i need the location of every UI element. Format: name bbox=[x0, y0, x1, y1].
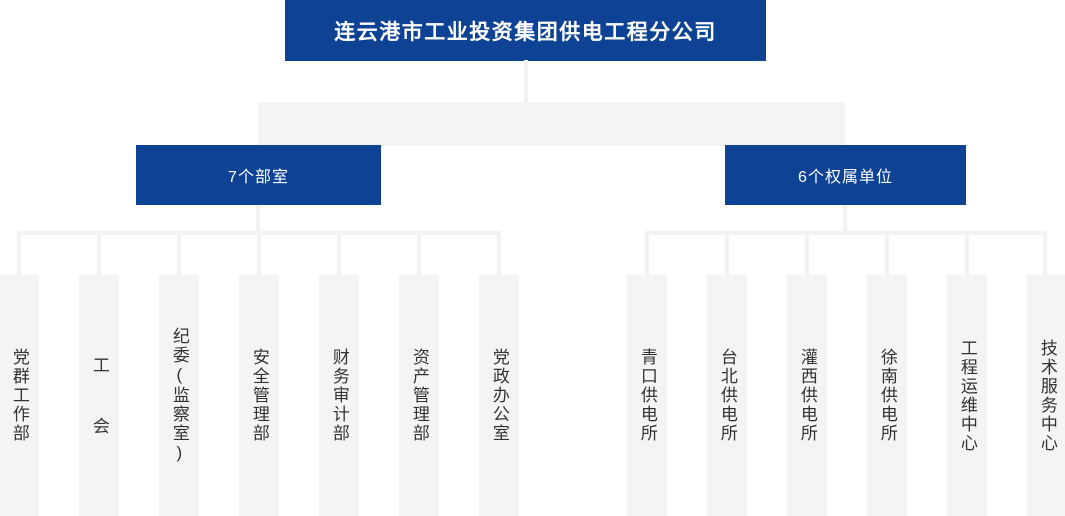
org-leaf-sub-2[interactable]: 台北供电所 bbox=[707, 275, 747, 516]
org-leaf-label-dept-5: 财务审计部 bbox=[329, 348, 349, 443]
org-leaf-dept-2[interactable]: 工 会 bbox=[79, 275, 119, 516]
org-leaf-dept-4[interactable]: 安全管理部 bbox=[239, 275, 279, 516]
org-leaf-label-dept-6: 资产管理部 bbox=[409, 348, 429, 443]
org-leaf-sub-5[interactable]: 工程运维中心 bbox=[947, 275, 987, 516]
org-leaf-label-sub-4: 徐南供电所 bbox=[877, 348, 897, 443]
connector-drop-dept-4 bbox=[257, 231, 261, 276]
connector-drop-sub-4 bbox=[885, 231, 889, 276]
connector-drop-dept-3 bbox=[177, 231, 181, 276]
org-root-node[interactable]: 连云港市工业投资集团供电工程分公司 bbox=[285, 0, 766, 61]
connector-drop-dept-6 bbox=[417, 231, 421, 276]
org-leaf-dept-1[interactable]: 党群工作部 bbox=[0, 275, 39, 516]
connector-root-stub bbox=[524, 60, 528, 104]
connector-stub-departments bbox=[256, 205, 260, 234]
org-leaf-label-dept-3: 纪委(监察室) bbox=[169, 327, 189, 464]
org-branch-node-departments[interactable]: 7个部室 bbox=[136, 145, 381, 205]
org-leaf-label-dept-2: 工 会 bbox=[89, 355, 109, 436]
org-leaf-dept-3[interactable]: 纪委(监察室) bbox=[159, 275, 199, 516]
org-leaf-label-sub-3: 灌西供电所 bbox=[797, 348, 817, 443]
org-leaf-label-sub-1: 青口供电所 bbox=[637, 348, 657, 443]
org-leaf-dept-7[interactable]: 党政办公室 bbox=[479, 275, 519, 516]
org-leaf-label-sub-6: 技术服务中心 bbox=[1037, 338, 1057, 453]
org-branch-node-subsidiaries[interactable]: 6个权属单位 bbox=[725, 145, 966, 205]
connector-drop-sub-1 bbox=[645, 231, 649, 276]
org-leaf-dept-5[interactable]: 财务审计部 bbox=[319, 275, 359, 516]
connector-drop-dept-5 bbox=[337, 231, 341, 276]
connector-drop-dept-7 bbox=[497, 231, 501, 276]
org-leaf-sub-4[interactable]: 徐南供电所 bbox=[867, 275, 907, 516]
org-branch-label-subsidiaries: 6个权属单位 bbox=[798, 169, 893, 186]
org-leaf-sub-1[interactable]: 青口供电所 bbox=[627, 275, 667, 516]
connector-branch-slab bbox=[258, 102, 845, 146]
connector-drop-sub-2 bbox=[725, 231, 729, 276]
org-branch-label-departments: 7个部室 bbox=[228, 169, 289, 186]
connector-drop-sub-6 bbox=[1043, 231, 1047, 276]
org-root-label: 连云港市工业投资集团供电工程分公司 bbox=[334, 20, 717, 44]
connector-drop-sub-5 bbox=[965, 231, 969, 276]
connector-drop-dept-1 bbox=[17, 231, 21, 276]
connector-drop-dept-2 bbox=[97, 231, 101, 276]
org-leaf-label-dept-7: 党政办公室 bbox=[489, 348, 509, 443]
org-leaf-label-dept-4: 安全管理部 bbox=[249, 348, 269, 443]
connector-drop-sub-3 bbox=[805, 231, 809, 276]
org-leaf-label-sub-5: 工程运维中心 bbox=[957, 338, 977, 453]
org-leaf-sub-3[interactable]: 灌西供电所 bbox=[787, 275, 827, 516]
org-leaf-dept-6[interactable]: 资产管理部 bbox=[399, 275, 439, 516]
connector-bus-subsidiaries bbox=[645, 231, 1047, 235]
org-leaf-label-dept-1: 党群工作部 bbox=[9, 348, 29, 443]
org-leaf-label-sub-2: 台北供电所 bbox=[717, 348, 737, 443]
connector-stub-subsidiaries bbox=[843, 205, 847, 234]
org-leaf-sub-6[interactable]: 技术服务中心 bbox=[1027, 275, 1065, 516]
